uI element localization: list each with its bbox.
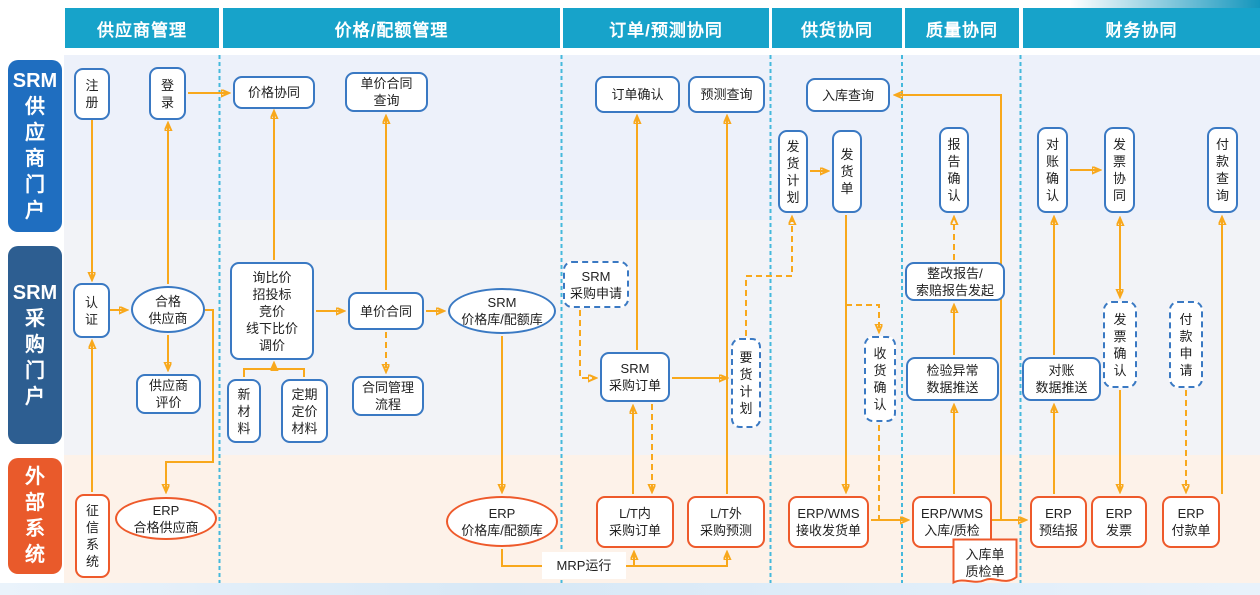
node-erp-price-quota-db: ERP 价格库/配额库 xyxy=(446,496,558,547)
node-payment-request: 付 款 申 请 xyxy=(1169,301,1203,388)
node-inbound-qc-doc-label: 入库单 质检单 xyxy=(965,547,1005,579)
header-supply-collab: 供货协同 xyxy=(772,8,902,48)
node-contract-mgmt-flow: 合同管理 流程 xyxy=(352,376,424,416)
node-inbound-qc-doc: 入库单 质检单 xyxy=(952,538,1018,588)
node-unit-price-contract-query: 单价合同 查询 xyxy=(345,72,428,112)
node-reconcile-data-push: 对账 数据推送 xyxy=(1022,357,1101,401)
node-supplier-evaluation: 供应商 评价 xyxy=(136,374,201,414)
node-reconcile-confirm: 对 账 确 认 xyxy=(1037,127,1068,213)
lane-srm-buyer-portal: SRM 采 购 门 户 xyxy=(8,246,62,444)
bottom-decoration xyxy=(0,583,1260,595)
node-periodic-pricing-material: 定期 定价 材料 xyxy=(281,379,328,443)
node-credit-system: 征 信 系 统 xyxy=(75,494,110,578)
node-invoice-collab: 发 票 协 同 xyxy=(1104,127,1135,213)
node-qualified-supplier: 合格 供应商 xyxy=(131,286,205,333)
header-quality-collab: 质量协同 xyxy=(905,8,1019,48)
node-erp-invoice: ERP 发票 xyxy=(1091,496,1147,548)
node-login: 登 录 xyxy=(149,67,186,120)
node-delivery-request-plan: 要 货 计 划 xyxy=(731,338,761,428)
document-shape-icon xyxy=(952,538,1018,585)
node-srm-purchase-order: SRM 采购订单 xyxy=(600,352,670,402)
node-register: 注 册 xyxy=(74,68,110,120)
node-sourcing-methods: 询比价 招投标 竞价 线下比价 调价 xyxy=(230,262,314,360)
header-order-forecast: 订单/预测协同 xyxy=(563,8,769,48)
node-payment-query: 付 款 查 询 xyxy=(1207,127,1238,213)
node-srm-purchase-request: SRM 采购申请 xyxy=(563,261,629,308)
node-erp-payment-doc: ERP 付款单 xyxy=(1162,496,1220,548)
header-finance-collab: 财务协同 xyxy=(1023,8,1260,48)
lane-external-systems: 外 部 系 统 xyxy=(8,458,62,574)
node-forecast-query: 预测查询 xyxy=(688,76,765,113)
node-rectify-claim-report: 整改报告/ 索赔报告发起 xyxy=(905,262,1005,301)
node-receipt-confirm: 收 货 确 认 xyxy=(864,336,896,422)
node-shipping-note: 发 货 单 xyxy=(832,130,862,213)
node-certification: 认 证 xyxy=(73,283,110,338)
node-order-confirm: 订单确认 xyxy=(595,76,680,113)
node-inbound-query: 入库查询 xyxy=(806,78,890,112)
header-supplier-management: 供应商管理 xyxy=(65,8,219,48)
node-new-material: 新 材 料 xyxy=(227,379,261,443)
lane-srm-supplier-portal: SRM 供 应 商 门 户 xyxy=(8,60,62,232)
node-lt-in-purchase-order: L/T内 采购订单 xyxy=(596,496,674,548)
node-inspection-exception-push: 检验异常 数据推送 xyxy=(906,357,999,401)
node-srm-price-quota-db: SRM 价格库/配额库 xyxy=(448,288,556,334)
node-erp-wms-inbound-qc: ERP/WMS 入库/质检 xyxy=(912,496,992,548)
node-unit-price-contract: 单价合同 xyxy=(348,292,424,330)
node-erp-pre-settlement: ERP 预结报 xyxy=(1030,496,1087,548)
node-invoice-confirm: 发 票 确 认 xyxy=(1103,301,1137,388)
node-report-confirm: 报 告 确 认 xyxy=(939,127,969,213)
header-price-quota: 价格/配额管理 xyxy=(223,8,560,48)
node-lt-out-purchase-forecast: L/T外 采购预测 xyxy=(687,496,765,548)
node-erp-wms-receive-shipping-note: ERP/WMS 接收发货单 xyxy=(788,496,869,548)
node-erp-qualified-supplier: ERP 合格供应商 xyxy=(115,497,217,540)
label-mrp-run: MRP运行 xyxy=(542,552,626,579)
node-shipping-plan: 发 货 计 划 xyxy=(778,130,808,213)
top-decoration xyxy=(1070,0,1260,8)
node-price-collab: 价格协同 xyxy=(233,76,315,109)
